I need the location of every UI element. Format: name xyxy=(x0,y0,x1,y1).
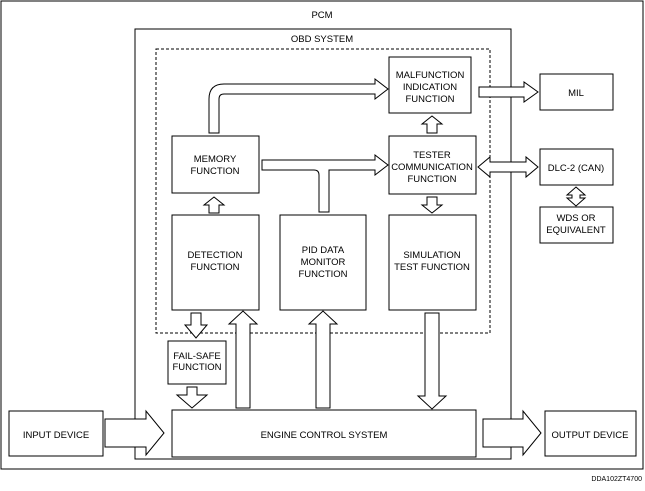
engine-to-pid-arrow xyxy=(307,310,339,409)
pcm-box xyxy=(134,28,512,460)
simulation-to-engine-arrow xyxy=(416,312,448,410)
mil-block: MIL xyxy=(539,73,614,111)
obd-system-label: OBD SYSTEM xyxy=(291,34,353,45)
memory-to-malfunction-arrow xyxy=(208,77,389,134)
engine-to-output-arrow xyxy=(482,409,542,457)
failsafe-to-engine-arrow xyxy=(175,386,209,409)
engine-to-detection-arrow xyxy=(227,310,259,409)
pcm-label: PCM xyxy=(311,10,332,21)
malfunction-to-mil-arrow xyxy=(478,81,539,103)
memory-to-tester-arrow xyxy=(261,153,389,213)
outer-frame xyxy=(0,0,644,470)
svg-text:INPUT DEVICE: INPUT DEVICE xyxy=(23,430,89,441)
svg-text:DLC-2 (CAN): DLC-2 (CAN) xyxy=(548,163,604,174)
svg-text:OUTPUT DEVICE: OUTPUT DEVICE xyxy=(552,430,629,441)
detection-to-failsafe-arrow xyxy=(183,312,209,339)
detection-to-memory-arrow xyxy=(202,196,226,214)
dlc-wds-bidirectional-arrow xyxy=(565,186,587,207)
svg-text:ENGINE CONTROL SYSTEM: ENGINE CONTROL SYSTEM xyxy=(261,430,388,441)
figure-code: DDA102ZT4700 xyxy=(591,476,642,483)
tester-to-simulation-arrow xyxy=(420,196,444,214)
tester-dlc-bidirectional-arrow xyxy=(477,155,539,179)
input-device-block: INPUT DEVICE xyxy=(8,410,104,457)
engine-control-system-block: ENGINE CONTROL SYSTEM xyxy=(171,409,477,458)
svg-text:MIL: MIL xyxy=(568,88,584,99)
tester-to-malfunction-arrow xyxy=(420,115,444,134)
input-to-engine-arrow xyxy=(104,409,165,457)
dlc2-can-block: DLC-2 (CAN) xyxy=(539,148,614,186)
output-device-block: OUTPUT DEVICE xyxy=(544,410,637,457)
